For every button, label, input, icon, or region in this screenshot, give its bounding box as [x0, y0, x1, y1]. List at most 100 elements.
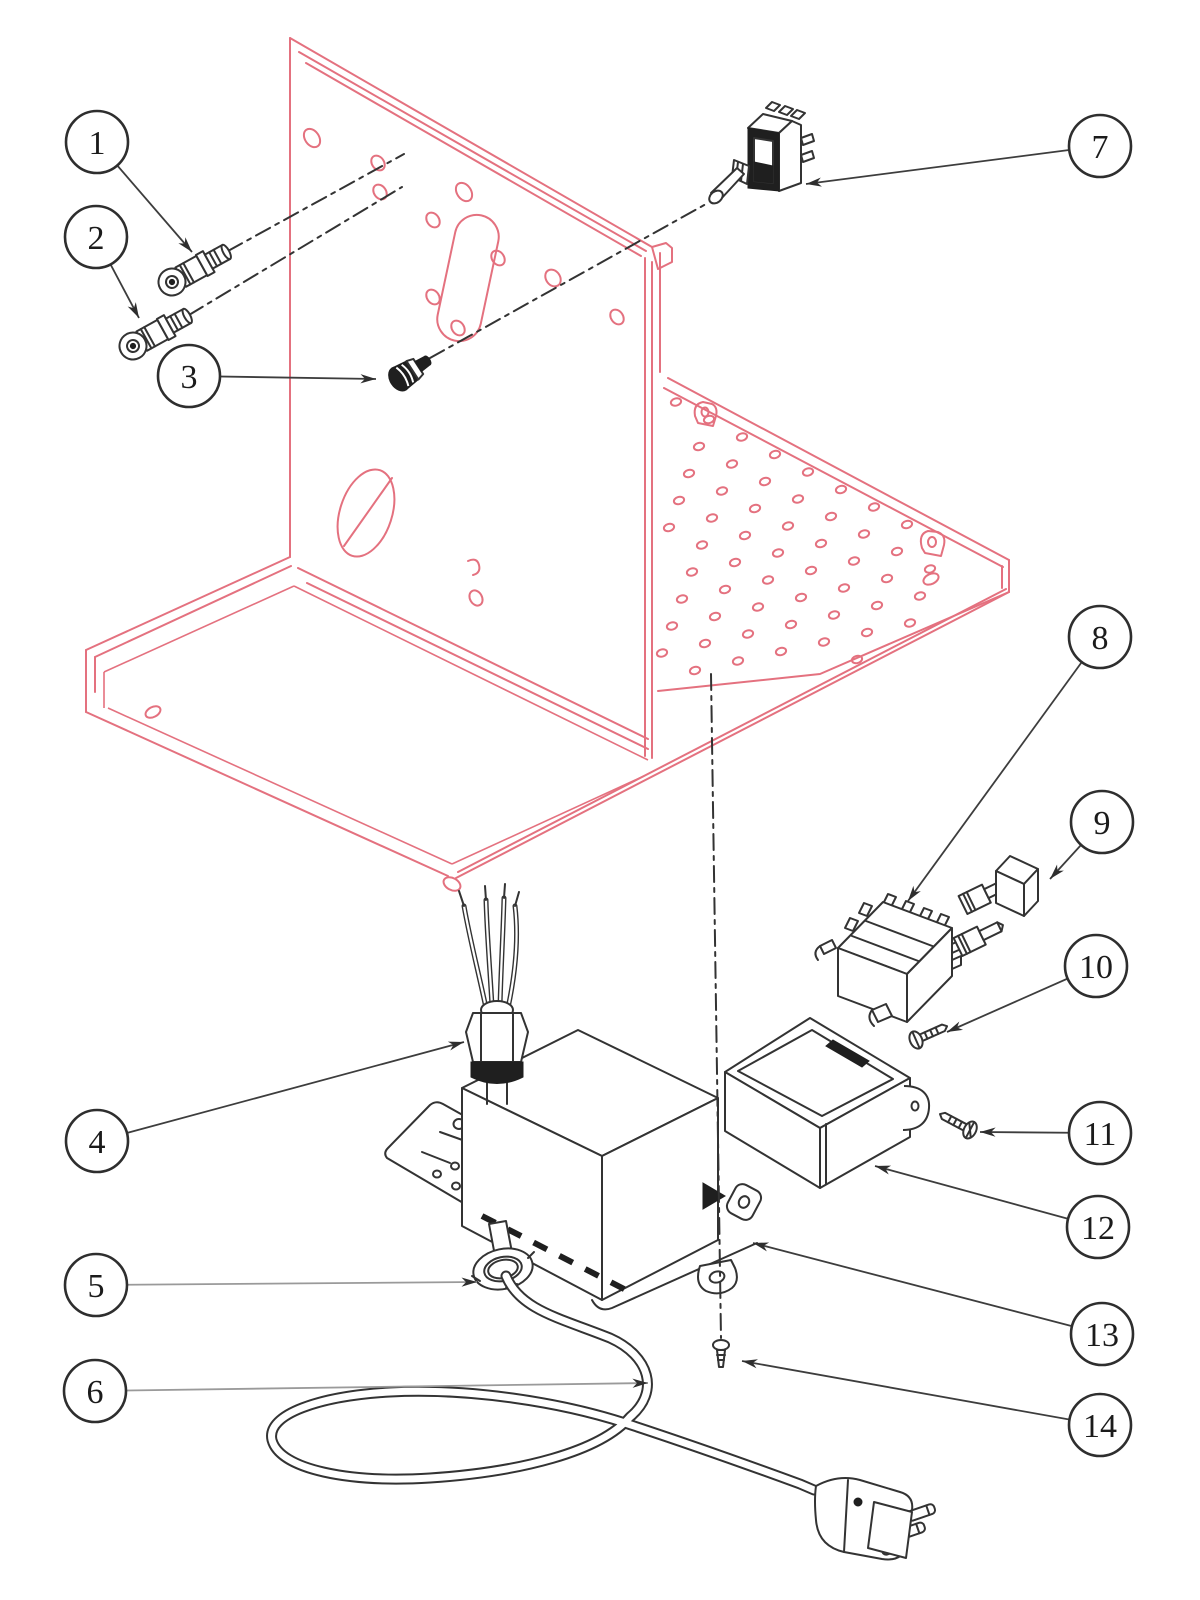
perforation-hole — [817, 637, 831, 647]
perforation-hole — [662, 522, 676, 533]
callout-balloon-14 — [1067, 1392, 1133, 1458]
perforation-hole — [715, 486, 729, 496]
perforation-hole — [850, 654, 864, 665]
mounting-plate — [384, 1101, 471, 1208]
perforation-hole — [837, 583, 851, 593]
screw-11 — [938, 1111, 978, 1140]
perforation-hole — [655, 648, 669, 658]
callout-number-3: 3 — [181, 359, 198, 396]
perforation-hole — [708, 611, 722, 622]
terminal-kit — [952, 855, 1039, 957]
callout-number-5: 5 — [88, 1268, 105, 1305]
perforation-hole — [705, 513, 719, 523]
callout-balloon-11 — [1067, 1100, 1133, 1166]
callout-number-7: 7 — [1092, 129, 1109, 166]
power-supply-box — [461, 1029, 719, 1301]
perforation-hole — [672, 495, 686, 506]
cable-gland — [458, 883, 529, 1105]
back-panel — [289, 37, 673, 759]
perforation-hole — [801, 467, 815, 477]
perforation-hole — [870, 600, 884, 611]
callout-balloon-1 — [64, 109, 130, 175]
perforation-hole — [923, 564, 937, 574]
perforation-hole — [741, 629, 755, 639]
perforation-hole — [748, 503, 762, 514]
callout-number-4: 4 — [89, 1124, 106, 1161]
components — [113, 101, 1039, 1561]
perforation-hole — [698, 638, 712, 649]
callout-number-8: 8 — [1092, 620, 1109, 657]
callout-balloon-2 — [63, 204, 129, 270]
callout-balloon-12 — [1065, 1194, 1131, 1260]
perforation-hole — [860, 627, 874, 638]
screw-14 — [712, 1339, 730, 1368]
perforation-hole — [735, 432, 749, 442]
perforation-hole — [794, 592, 808, 603]
perforation-hole — [669, 397, 683, 407]
perforation-hole — [791, 494, 805, 504]
perforation-holes — [655, 397, 937, 676]
perforated-shelf — [655, 377, 1010, 692]
fuse-holder-1 — [152, 237, 237, 302]
perforation-hole — [758, 476, 772, 487]
perforation-hole — [804, 565, 818, 576]
perforation-hole — [814, 538, 828, 549]
callout-balloon-3 — [156, 343, 222, 409]
perforation-hole — [695, 540, 709, 550]
leader-line-6 — [94, 1378, 649, 1392]
perforation-hole — [834, 484, 848, 495]
callout-number-9: 9 — [1094, 805, 1111, 842]
perforation-hole — [913, 591, 927, 601]
perforation-hole — [857, 529, 871, 539]
chassis-bracket — [85, 37, 1010, 892]
mounting-plate-right — [591, 1182, 763, 1311]
perforation-hole — [685, 567, 699, 577]
toggle-switch — [708, 101, 815, 205]
leader-line-12 — [874, 1165, 1099, 1228]
callout-number-14: 14 — [1083, 1408, 1117, 1445]
control-box — [724, 1017, 931, 1189]
perforation-hole — [675, 594, 689, 604]
perforation-hole — [768, 449, 782, 460]
perforation-hole — [702, 414, 716, 425]
lock-ring — [471, 1220, 535, 1291]
perforation-hole — [692, 441, 706, 452]
perforation-hole — [784, 619, 798, 630]
callout-number-2: 2 — [88, 220, 105, 257]
leader-line-4 — [96, 1041, 465, 1142]
callout-balloon-13 — [1069, 1301, 1135, 1367]
fuse2-centerline — [188, 186, 403, 316]
power-plug — [814, 1477, 937, 1561]
callout-balloon-7 — [1067, 113, 1133, 179]
perforation-hole — [725, 459, 739, 469]
screw-10 — [908, 1023, 949, 1050]
centerlines — [188, 153, 707, 359]
perforation-hole — [890, 546, 904, 557]
base-tray — [85, 556, 1010, 892]
perforation-hole — [867, 502, 881, 512]
callout-number-10: 10 — [1079, 949, 1113, 986]
perforation-hole — [718, 584, 732, 595]
perforation-hole — [847, 556, 861, 566]
perforation-hole — [880, 573, 894, 584]
leader-line-14 — [741, 1359, 1101, 1426]
perforation-hole — [774, 646, 788, 657]
callout-number-13: 13 — [1085, 1317, 1119, 1354]
perforation-hole — [682, 468, 696, 479]
fuse1-centerline — [227, 153, 405, 252]
callout-balloon-4 — [64, 1108, 130, 1174]
perforation-hole — [665, 621, 679, 631]
perforation-hole — [781, 521, 795, 531]
perforation-hole — [731, 656, 745, 666]
callout-balloon-6 — [62, 1358, 128, 1424]
callout-number-11: 11 — [1084, 1116, 1117, 1153]
perforation-hole — [771, 548, 785, 558]
callout-number-12: 12 — [1081, 1210, 1115, 1247]
power-cord — [266, 1270, 820, 1496]
perforation-hole — [827, 610, 841, 620]
perforation-hole — [903, 618, 917, 628]
callout-balloon-9 — [1069, 789, 1135, 855]
